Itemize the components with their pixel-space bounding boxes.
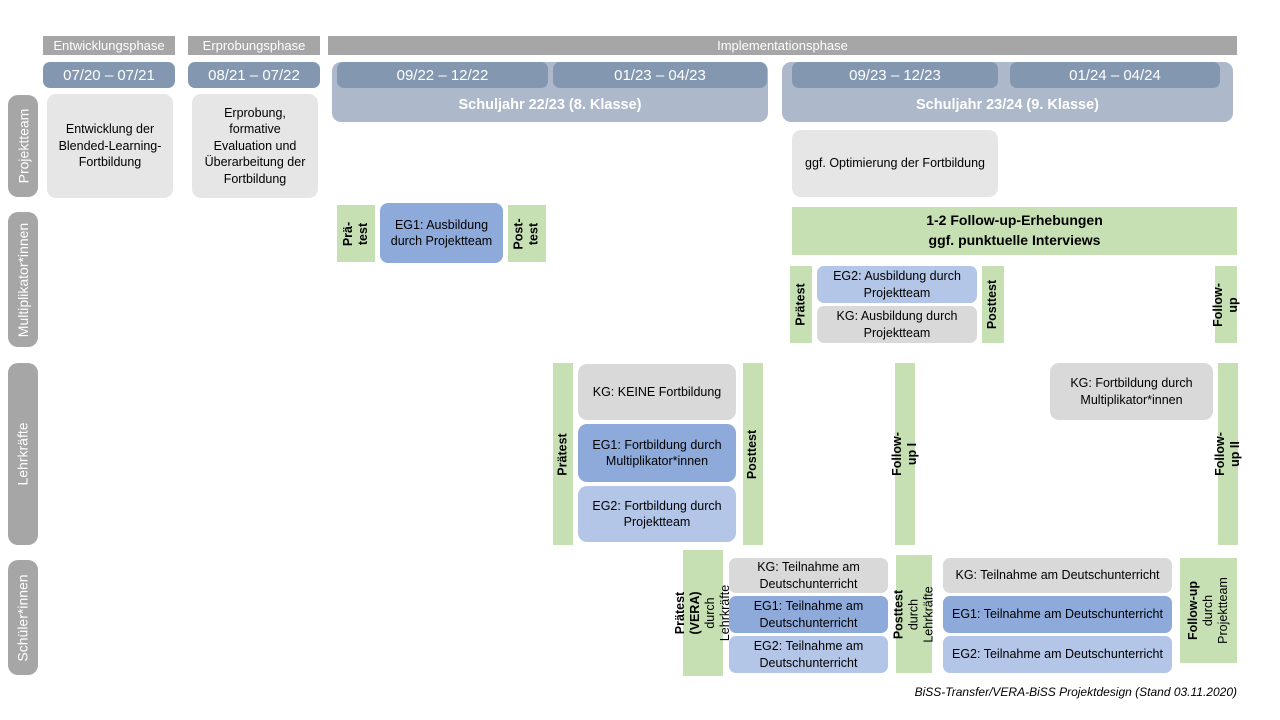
box-eg2-ausbildung-projektteam: EG2: Ausbildung durch Projektteam [817,266,977,303]
box-entwicklung-fortbildung: Entwicklung der Blended-Learning-Fortbil… [47,94,173,198]
diagram-caption: BiSS-Transfer/VERA-BiSS Projektdesign (S… [914,685,1237,699]
box-eg2-deutschunterricht-2: EG2: Teilnahme am Deutschunterricht [943,636,1172,673]
phase-bar-implementationsphase: Implementationsphase [328,36,1237,55]
row-label-schueler: Schüler*innen [8,560,38,675]
box-erprobung-evaluation: Erprobung, formative Evaluation und Über… [192,94,318,198]
vlabel-praetest-vera-schueler: Prätest (VERA) durch Lehrkräfte [673,550,732,676]
row-label-projektteam: Projektteam [8,95,38,197]
period-01-24-04-24: 01/24 – 04/24 [1010,62,1220,88]
row-label-multiplikatoren: Multiplikator*innen [8,212,38,347]
vlabel-followup-multiplikatoren: Follow-up [1211,266,1240,343]
vlabel-praetest-multiplikatoren-1: Prä- test [337,205,375,262]
box-eg1-ausbildung-projektteam: EG1: Ausbildung durch Projektteam [380,203,503,263]
banner-followup-erhebungen: 1-2 Follow-up-Erhebungen ggf. punktuelle… [792,207,1237,255]
period-01-23-04-23: 01/23 – 04/23 [553,62,767,88]
box-eg2-deutschunterricht-1: EG2: Teilnahme am Deutschunterricht [729,636,888,673]
vlabel-followup1-lehrkraefte: Follow-up I [890,363,919,545]
period-09-22-12-22: 09/22 – 12/22 [337,62,548,88]
vlabel-followup-schueler: Follow-up durch Projektteam [1180,558,1237,663]
phase-bar-entwicklungsphase: Entwicklungsphase [43,36,175,55]
period-08-21-07-22: 08/21 – 07/22 [188,62,320,88]
vlabel-posttest-multiplikatoren-1: Post- test [508,205,546,262]
schoolyear-label-22-23: Schuljahr 22/23 (8. Klasse) [458,97,642,113]
vlabel-posttest-schueler: Posttest durch Lehrkräfte [892,555,936,673]
box-kg-keine-fortbildung: KG: KEINE Fortbildung [578,364,736,420]
row-label-lehrkraefte: Lehrkräfte [8,363,38,545]
vlabel-posttest-lehrkraefte: Posttest [743,363,763,545]
schoolyear-label-23-24: Schuljahr 23/24 (9. Klasse) [916,97,1099,113]
box-eg2-fortbildung-projektteam: EG2: Fortbildung durch Projektteam [578,486,736,542]
phase-bar-erprobungsphase: Erprobungsphase [188,36,320,55]
box-eg1-deutschunterricht-2: EG1: Teilnahme am Deutschunterricht [943,596,1172,633]
box-kg-deutschunterricht-2: KG: Teilnahme am Deutschunterricht [943,558,1172,593]
vlabel-praetest-multiplikatoren-2: Prätest [790,266,812,343]
box-kg-deutschunterricht-1: KG: Teilnahme am Deutschunterricht [729,558,888,593]
period-09-23-12-23: 09/23 – 12/23 [792,62,998,88]
box-kg-ausbildung-projektteam: KG: Ausbildung durch Projektteam [817,306,977,343]
box-eg1-fortbildung-multiplikatoren: EG1: Fortbildung durch Multiplikator*inn… [578,424,736,482]
vlabel-posttest-multiplikatoren-2: Posttest [982,266,1004,343]
box-optimierung-fortbildung: ggf. Optimierung der Fortbildung [792,130,998,197]
vlabel-followup2-lehrkraefte: Follow-up II [1213,363,1242,545]
box-kg-fortbildung-multiplikatoren: KG: Fortbildung durch Multiplikator*inne… [1050,363,1213,420]
vlabel-praetest-lehrkraefte: Prätest [553,363,573,545]
box-eg1-deutschunterricht-1: EG1: Teilnahme am Deutschunterricht [729,596,888,633]
period-07-20-07-21: 07/20 – 07/21 [43,62,175,88]
